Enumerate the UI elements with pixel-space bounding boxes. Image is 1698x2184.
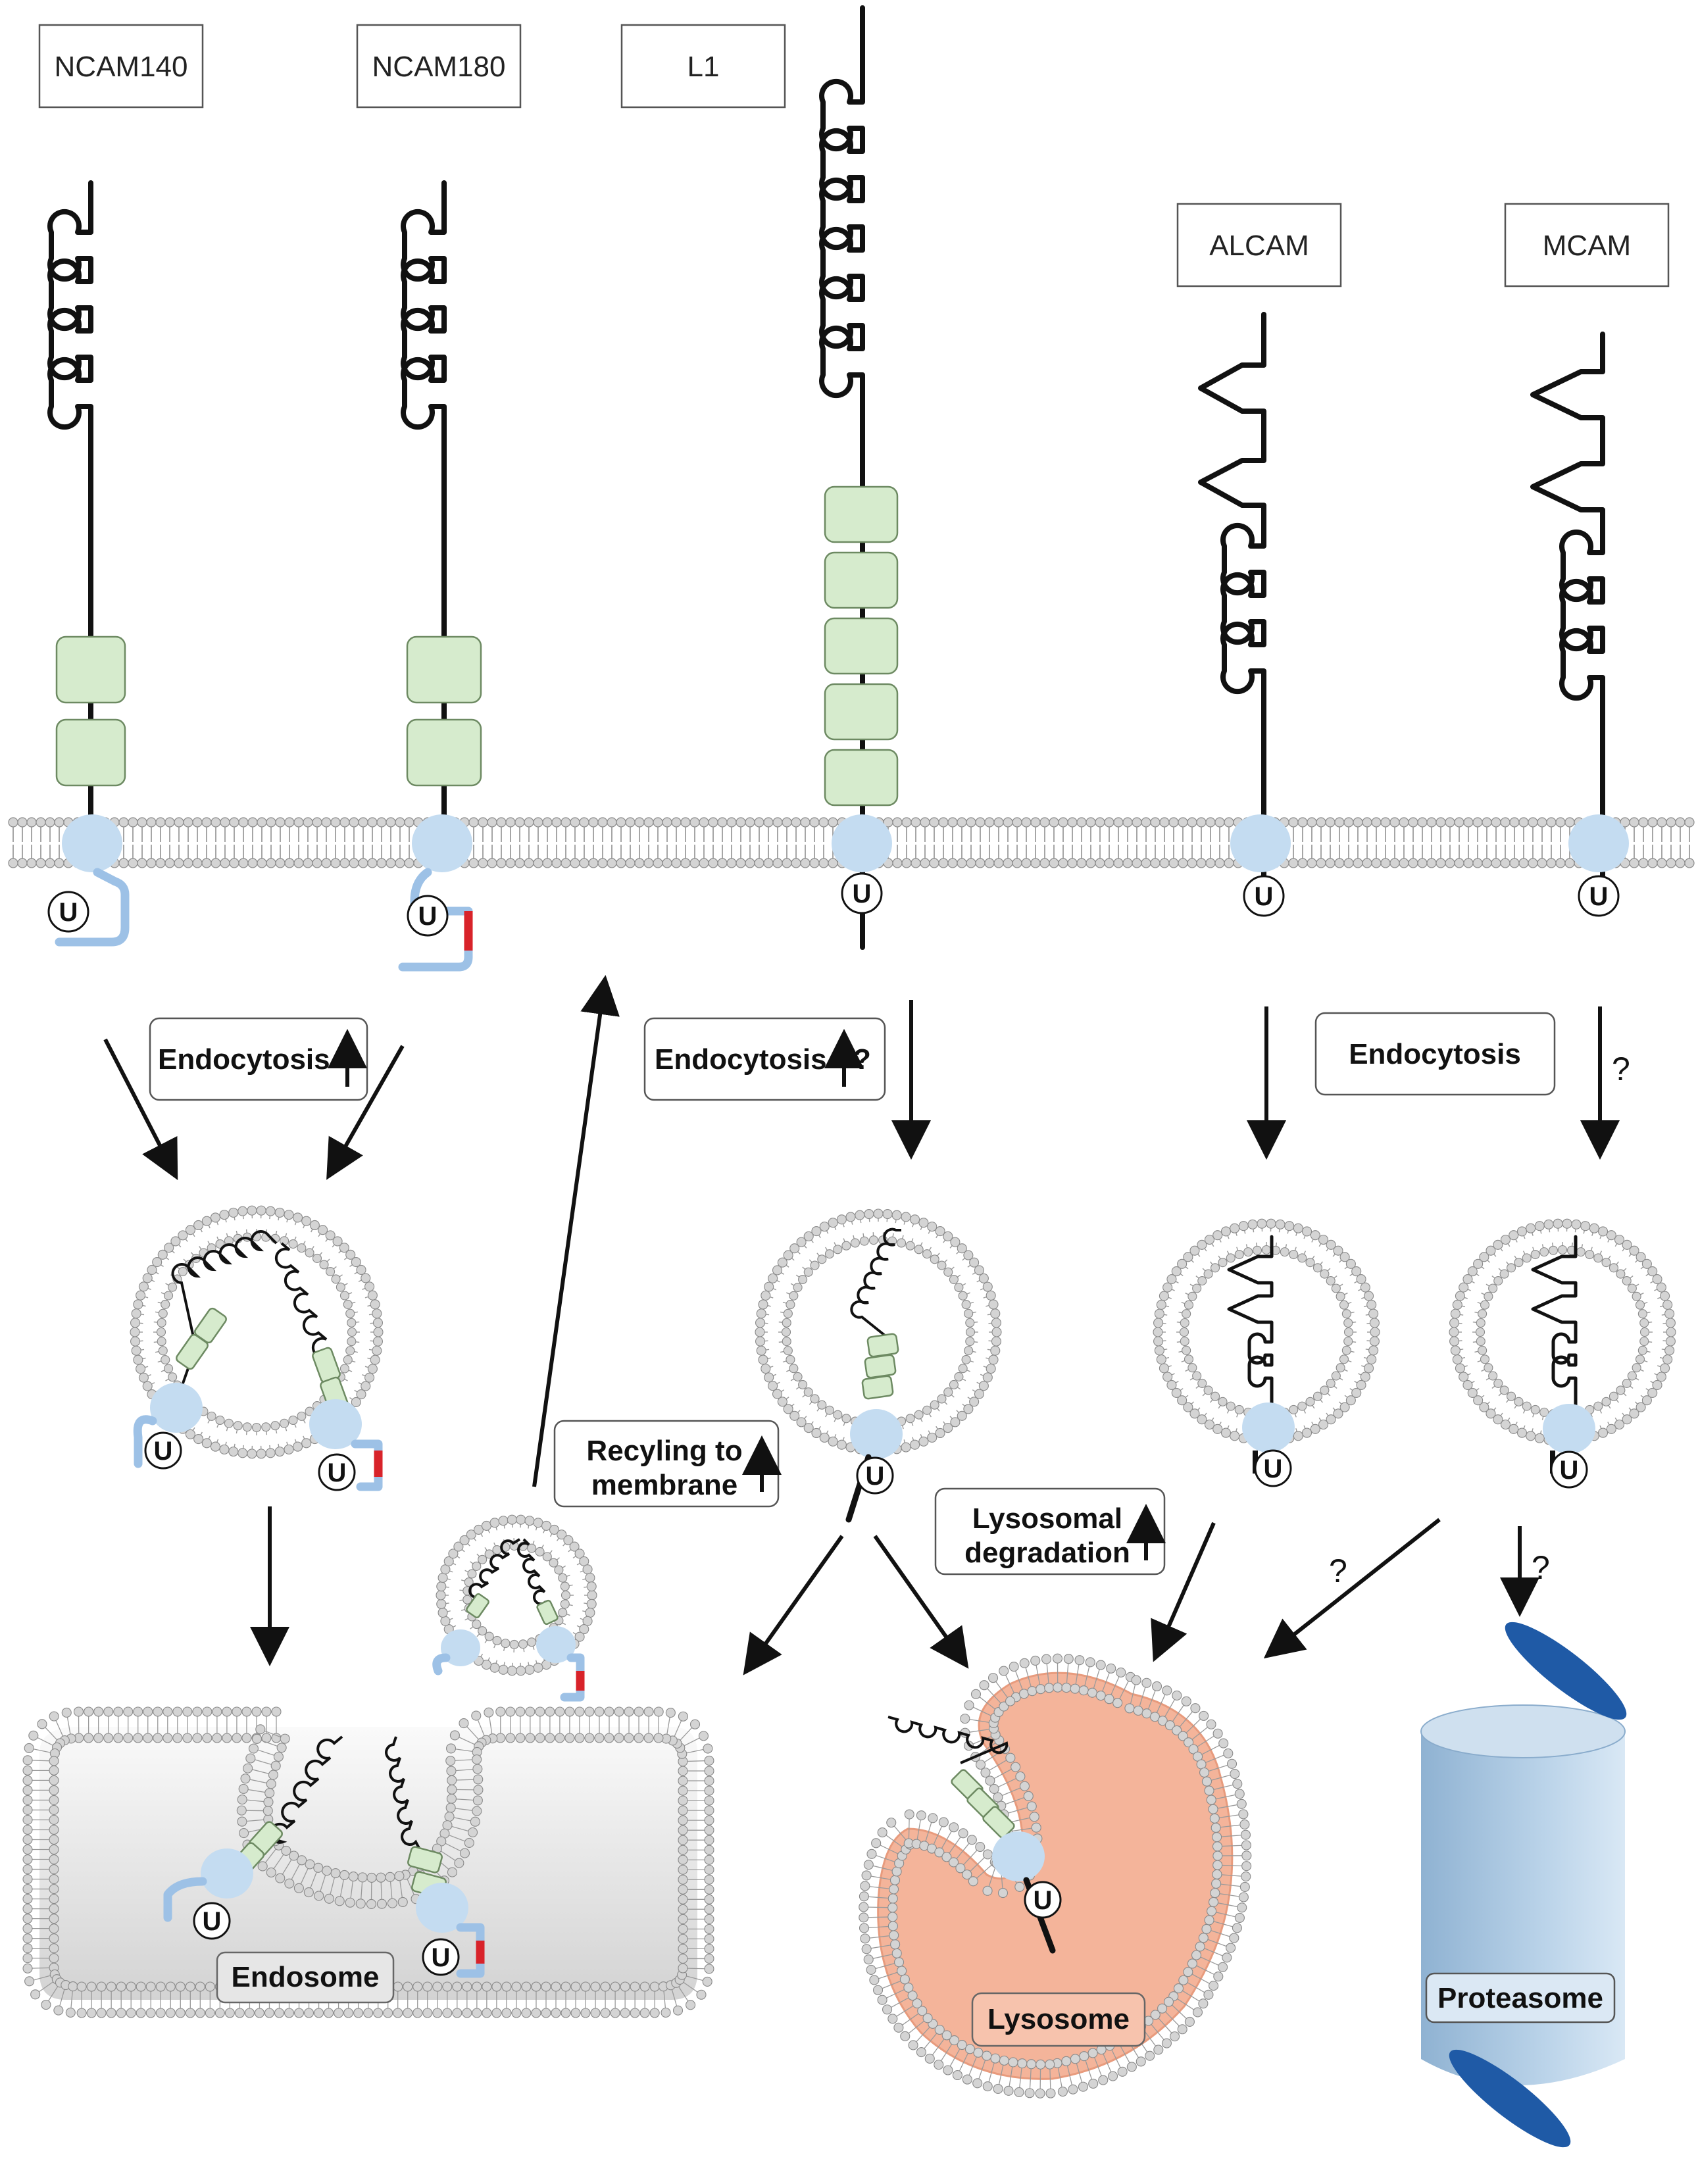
ubiquitin-ncam140: U — [59, 898, 78, 927]
protein-l1: U — [819, 5, 899, 950]
lysosomal-line1: Lysosomal — [972, 1502, 1122, 1535]
protein-mcam: U — [1530, 332, 1629, 917]
endosome: U U Endosome — [22, 1706, 714, 2018]
ubiquitin-l1: U — [853, 880, 872, 908]
label-alcam-text: ALCAM — [1209, 230, 1309, 262]
lysosome-q-mark: ? — [1329, 1552, 1347, 1589]
proteasome: Proteasome — [1420, 1622, 1627, 2148]
label-mcam: MCAM — [1504, 203, 1670, 287]
ubiquitin-vesicle-alcam: U — [1264, 1454, 1283, 1483]
endocytosis-up-text: Endocytosis — [158, 1043, 330, 1076]
vesicle-mcam-contents: U — [1531, 1235, 1595, 1489]
label-endocytosis-up: Endocytosis — [149, 1017, 368, 1101]
ubiquitin-lysosome: U — [1034, 1886, 1053, 1915]
ubiquitin-endosome-ncam140: U — [203, 1907, 222, 1936]
label-l1: L1 — [620, 24, 786, 109]
lysosome-label: Lysosome — [987, 2003, 1130, 2035]
vesicle-alcam-contents: U — [1227, 1235, 1295, 1487]
label-recycling: Recyling to membrane — [553, 1420, 782, 1508]
label-l1-text: L1 — [687, 51, 720, 83]
label-ncam140-text: NCAM140 — [55, 51, 188, 83]
ubiquitin-alcam: U — [1255, 882, 1274, 911]
proteasome-label: Proteasome — [1437, 1982, 1603, 2014]
ubiquitin-endosome-ncam180: U — [432, 1943, 451, 1972]
ubiquitin-vesicle-l1: U — [866, 1462, 885, 1491]
endocytosis-q-mark: ? — [853, 1043, 871, 1076]
label-mcam-text: MCAM — [1543, 230, 1631, 262]
recycling-line2: membrane — [591, 1469, 738, 1501]
endosome-label: Endosome — [232, 1961, 380, 1993]
label-ncam180: NCAM180 — [356, 24, 522, 109]
label-endocytosis: Endocytosis — [1314, 1012, 1556, 1096]
protein-alcam: U — [1198, 312, 1291, 917]
label-ncam140: NCAM140 — [38, 24, 204, 109]
ubiquitin-vesicle-ncam180: U — [328, 1458, 347, 1487]
ubiquitin-vesicle-ncam140: U — [154, 1437, 173, 1466]
lysosome: U Lysosome — [859, 1653, 1252, 2098]
plasma-membrane — [8, 817, 1695, 868]
protein-ncam140: U — [47, 180, 130, 947]
label-endocytosis-up-q: Endocytosis ? — [643, 1017, 886, 1101]
ubiquitin-ncam180: U — [418, 902, 437, 931]
endocytosis-text: Endocytosis — [1349, 1038, 1521, 1070]
ubiquitin-vesicle-mcam: U — [1560, 1456, 1579, 1485]
proteasome-q-mark: ? — [1532, 1549, 1550, 1586]
arrows — [103, 975, 1620, 1675]
recycling-line1: Recyling to — [586, 1435, 742, 1467]
protein-ncam180: U — [398, 180, 482, 972]
vesicle-l1-contents: U — [845, 1228, 903, 1523]
label-lysosomal-degradation: Lysosomal degradation — [934, 1487, 1166, 1576]
recycling-vesicle-contents — [432, 1538, 585, 1702]
lysosomal-line2: degradation — [964, 1537, 1130, 1569]
label-alcam: ALCAM — [1176, 203, 1342, 287]
mcam-endocytosis-q-mark: ? — [1612, 1051, 1630, 1087]
ubiquitin-mcam: U — [1589, 882, 1609, 911]
vesicle-ncam-contents: U U — [133, 1230, 383, 1491]
label-ncam180-text: NCAM180 — [372, 51, 506, 83]
endocytosis-up-q-text: Endocytosis — [655, 1043, 827, 1076]
